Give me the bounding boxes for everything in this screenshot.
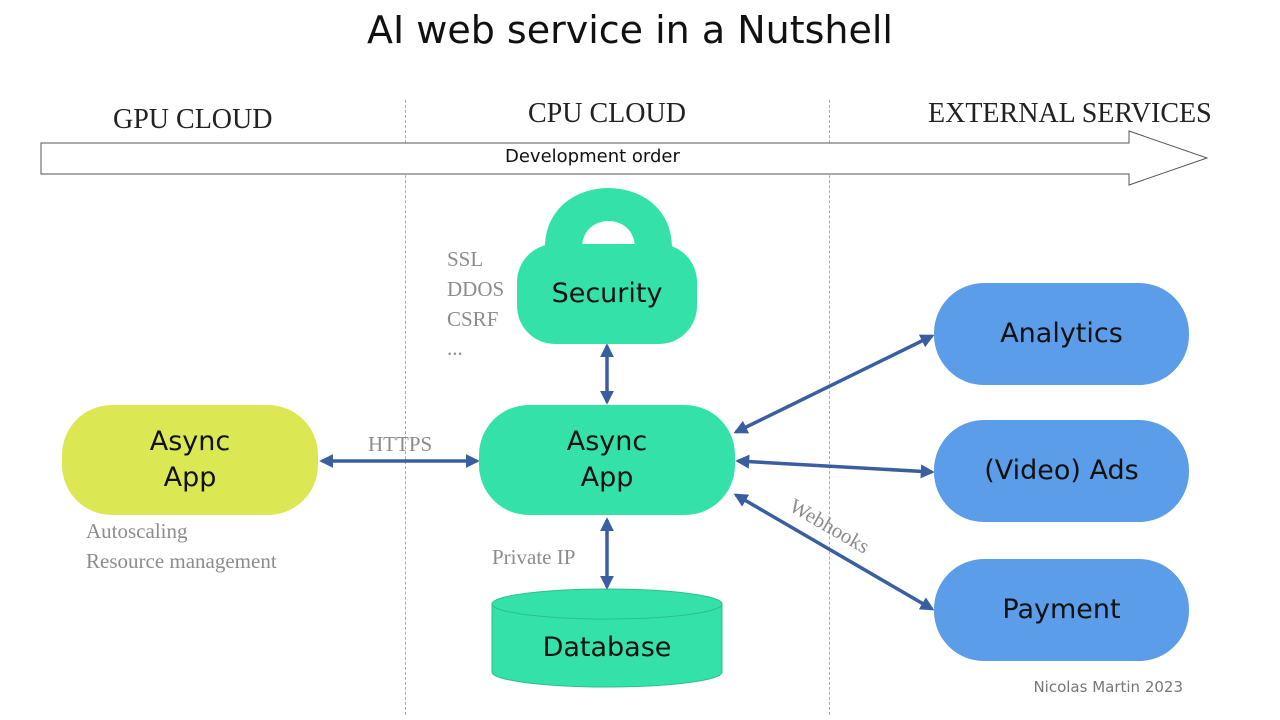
analytics-arrow <box>733 334 935 434</box>
payment-node: Payment <box>934 559 1189 661</box>
development-order-arrow <box>40 130 1209 186</box>
database-label: Database <box>542 631 672 663</box>
gpu-app-notes: Autoscaling Resource management <box>86 519 277 573</box>
analytics-node: Analytics <box>934 283 1189 385</box>
private-ip-label: Private IP <box>492 545 576 569</box>
payment-label: Payment <box>1002 593 1121 625</box>
lock-shackle-icon <box>545 188 672 248</box>
zone-label-cpu-cloud: CPU CLOUD <box>528 98 686 129</box>
ads-arrow <box>735 454 935 479</box>
analytics-label: Analytics <box>1000 317 1123 349</box>
author-credit: Nicolas Martin 2023 <box>1033 678 1183 696</box>
security-node: Security <box>517 244 697 344</box>
webhooks-arrow <box>733 493 935 611</box>
cpu-async-app-node: Async App <box>479 405 735 515</box>
zone-label-gpu-cloud: GPU CLOUD <box>113 104 273 135</box>
zone-divider-gpu-cpu <box>405 100 406 715</box>
database-cylinder-icon <box>491 588 723 688</box>
database-node: Database <box>492 622 722 674</box>
video-ads-label: (Video) Ads <box>984 454 1139 486</box>
zone-label-external-services: EXTERNAL SERVICES <box>928 98 1212 129</box>
cpu-async-app-label: Async App <box>566 425 648 493</box>
security-label: Security <box>551 277 663 309</box>
https-label: HTTPS <box>368 432 433 456</box>
development-order-label: Development order <box>505 146 680 167</box>
gpu-async-app-node: Async App <box>62 405 318 515</box>
diagram-title: AI web service in a Nutshell <box>366 8 893 52</box>
gpu-async-app-label: Async App <box>149 425 231 493</box>
video-ads-node: (Video) Ads <box>934 420 1189 522</box>
security-features-list: SSL DDOS CSRF ... <box>447 247 505 361</box>
